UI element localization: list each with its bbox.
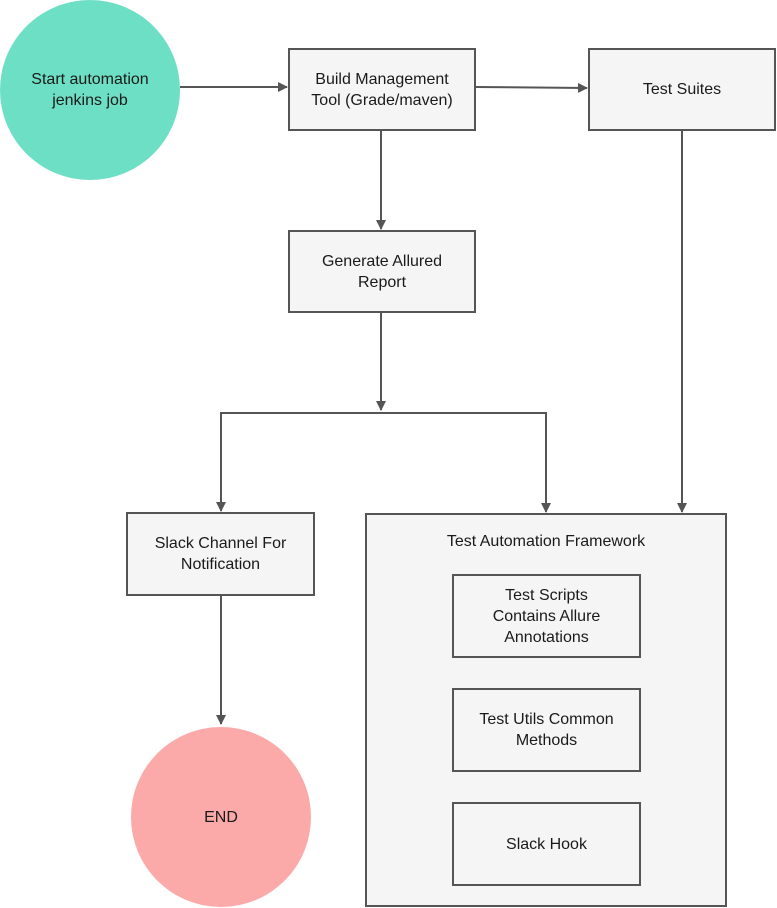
edge-build-tool-to-test-suites [475, 82, 588, 93]
build-tool-label: Build Management Tool (Grade/maven) [311, 70, 453, 109]
test-scripts-node: Test Scripts Contains Allure Annotations [452, 574, 641, 658]
start-node-label: Start automation jenkins job [31, 71, 149, 109]
end-node-label: END [204, 808, 238, 826]
end-node: END [131, 727, 311, 907]
edge-branch-to-slack-channel [216, 412, 381, 512]
test-utils-node: Test Utils Common Methods [452, 688, 641, 772]
generate-report-label: Generate Allured Report [321, 252, 443, 291]
test-suites-node: Test Suites [588, 48, 776, 131]
slack-hook-node: Slack Hook [452, 802, 641, 886]
slack-channel-label: Slack Channel For Notification [154, 535, 287, 573]
test-scripts-label: Test Scripts Contains Allure Annotations [492, 586, 601, 646]
slack-hook-label: Slack Hook [506, 835, 587, 853]
framework-title: Test Automation Framework [446, 533, 646, 550]
slack-channel-node: Slack Channel For Notification [126, 512, 315, 596]
edge-branch-to-framework [381, 412, 551, 513]
test-suites-label: Test Suites [642, 81, 722, 98]
start-node: Start automation jenkins job [0, 0, 180, 180]
test-utils-label: Test Utils Common Methods [479, 711, 614, 749]
generate-report-node: Generate Allured Report [288, 230, 476, 313]
build-tool-node: Build Management Tool (Grade/maven) [288, 48, 476, 131]
